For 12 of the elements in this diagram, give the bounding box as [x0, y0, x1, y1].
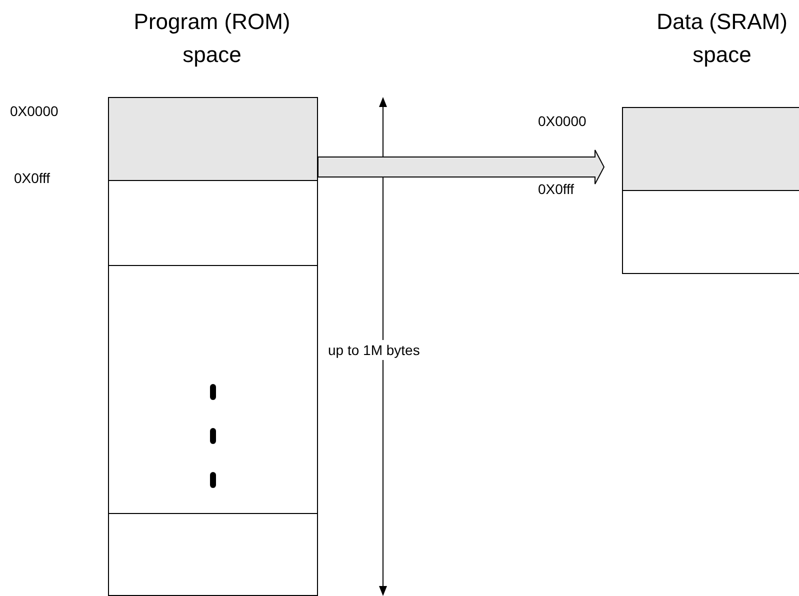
memory-block [108, 265, 318, 514]
memory-block [622, 190, 799, 274]
memory-block [108, 513, 318, 596]
address-label: 0X0fff [538, 181, 574, 197]
memory-block [108, 180, 318, 266]
address-label: 0X0000 [538, 113, 586, 129]
address-label: 0X0fff [14, 170, 50, 186]
memory-space-heading: Program (ROM) space [132, 8, 292, 69]
memory-space-heading: Data (SRAM) space [656, 8, 788, 69]
block-arrow [318, 150, 605, 184]
size-label: up to 1M bytes [327, 340, 421, 360]
address-label: 0X0000 [10, 103, 58, 119]
